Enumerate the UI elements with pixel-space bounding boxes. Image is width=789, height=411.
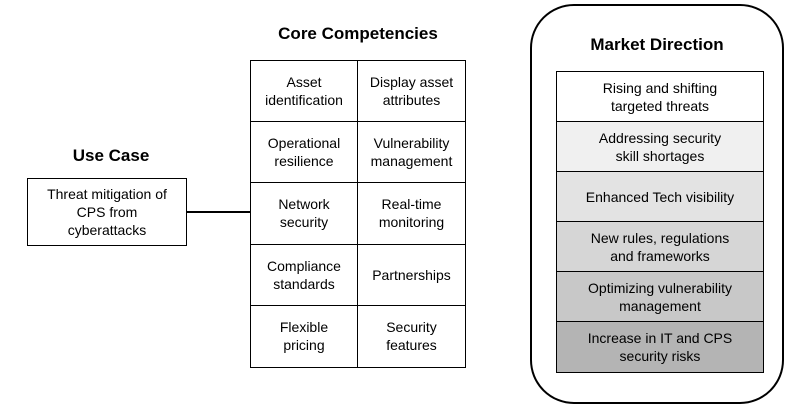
competency-cell: Security features [386, 319, 437, 354]
competency-cell: Vulnerability management [358, 122, 465, 184]
market-item: Enhanced Tech visibility [557, 172, 763, 222]
core-competencies-title: Core Competencies [278, 24, 438, 43]
market-direction-title: Market Direction [590, 35, 724, 54]
market-item: Rising and shifting targeted threats [557, 72, 763, 122]
market-item: Optimizing vulnerability management [557, 272, 763, 322]
market-item: New rules, regulations and frameworks [557, 222, 763, 272]
competency-cell: Compliance standards [251, 244, 358, 306]
market-direction-list: Rising and shifting targeted threats Add… [556, 71, 764, 373]
market-item: Addressing security skill shortages [557, 122, 763, 172]
competency-cell: Display asset attributes [358, 61, 465, 123]
use-case-title: Use Case [72, 146, 150, 165]
market-item: Increase in IT and CPS security risks [557, 322, 763, 372]
competency-cell: Operational resilience [251, 122, 358, 184]
competency-cell: Network security [251, 183, 358, 245]
market-direction-frame [530, 4, 784, 404]
core-competencies-grid: Asset identification Display asset attri… [250, 60, 466, 368]
connector-line [187, 211, 250, 213]
use-case-box: Threat mitigation of CPS from cyberattac… [27, 178, 187, 246]
competency-cell: Real-time monitoring [358, 183, 465, 245]
competency-cell: Partnerships [358, 245, 465, 306]
competency-cell: Flexible pricing [251, 305, 358, 367]
competency-cell: Asset identification [251, 61, 358, 123]
